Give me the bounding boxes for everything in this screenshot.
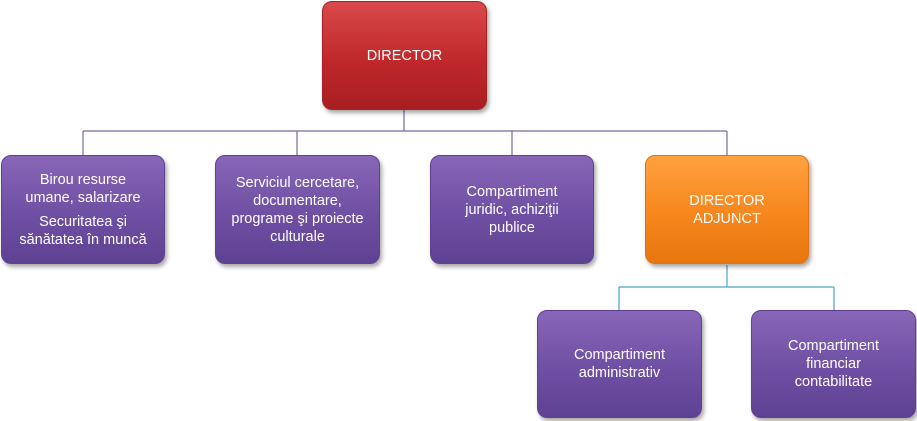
- admin-line-2: administrativ: [578, 365, 661, 381]
- research-box: Serviciul cercetare, documentare, progra…: [215, 155, 380, 264]
- director-box: DIRECTOR: [322, 1, 487, 110]
- legal-line-3: publice: [489, 219, 535, 236]
- finance-line-3: contabilitate: [794, 374, 873, 390]
- director-connectors: [82, 110, 728, 155]
- hr-line-4: sănătatea în muncă: [19, 231, 147, 248]
- finance-line-2: financiar: [806, 356, 861, 372]
- research-line-3: programe şi proiecte: [231, 210, 364, 227]
- hr-line-1: Birou resurse: [39, 171, 127, 188]
- admin-line-1: Compartiment: [573, 347, 666, 363]
- admin-box: Compartiment administrativ: [537, 310, 702, 418]
- legal-box: Compartiment juridic, achiziţii publice: [430, 155, 594, 264]
- hr-line-3: Securitatea şi: [39, 213, 127, 230]
- legal-line-2: juridic, achiziţii: [465, 201, 559, 218]
- research-line-1: Serviciul cercetare,: [235, 174, 360, 191]
- hr-line-2: umane, salarizare: [25, 189, 141, 206]
- finance-box: Compartiment financiar contabilitate: [751, 310, 916, 418]
- research-line-2: documentare,: [253, 192, 342, 209]
- research-line-4: culturale: [270, 228, 325, 245]
- deputy-director-label: DIRECTOR ADJUNCT: [689, 192, 765, 227]
- hr-box: Birou resurse umane, salarizare Securita…: [1, 155, 165, 264]
- deputy-director-box: DIRECTOR ADJUNCT: [645, 155, 809, 264]
- finance-line-1: Compartiment: [787, 338, 880, 354]
- deputy-connectors: [618, 265, 835, 310]
- director-label: DIRECTOR: [366, 47, 443, 64]
- legal-line-1: Compartiment: [466, 183, 558, 200]
